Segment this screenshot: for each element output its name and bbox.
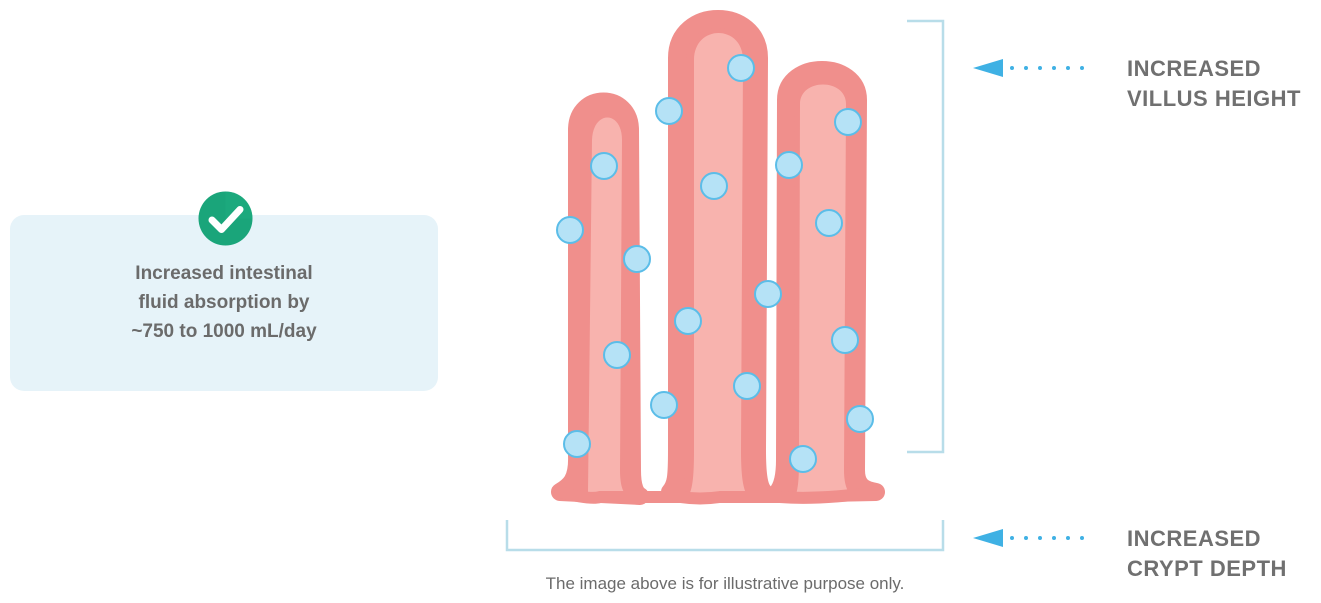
cell	[564, 431, 590, 457]
cell	[557, 217, 583, 243]
crypt-depth-label-line-1: INCREASED	[1127, 524, 1287, 554]
cell	[728, 55, 754, 81]
cell	[734, 373, 760, 399]
cell	[776, 152, 802, 178]
cell	[790, 446, 816, 472]
crypt-depth-label-line-2: CRYPT DEPTH	[1127, 554, 1287, 584]
cell	[651, 392, 677, 418]
crypt-depth-bracket	[507, 520, 943, 550]
crypt-depth-callout: INCREASED CRYPT DEPTH	[970, 524, 1320, 584]
cell	[701, 173, 727, 199]
cell	[755, 281, 781, 307]
cell	[656, 98, 682, 124]
middle-villus	[670, 19, 766, 497]
cell	[835, 109, 861, 135]
cell	[847, 406, 873, 432]
villus-height-label: INCREASED VILLUS HEIGHT	[1127, 54, 1301, 114]
illustration-caption: The image above is for illustrative purp…	[505, 574, 945, 594]
cell	[832, 327, 858, 353]
cell	[675, 308, 701, 334]
villus-height-label-line-1: INCREASED	[1127, 54, 1301, 84]
cell	[604, 342, 630, 368]
villus-height-label-line-2: VILLUS HEIGHT	[1127, 84, 1301, 114]
cell	[591, 153, 617, 179]
cell	[624, 246, 650, 272]
villus-height-bracket	[907, 21, 943, 452]
cell	[816, 210, 842, 236]
villus-height-callout: INCREASED VILLUS HEIGHT	[970, 54, 1320, 114]
crypt-depth-label: INCREASED CRYPT DEPTH	[1127, 524, 1287, 584]
